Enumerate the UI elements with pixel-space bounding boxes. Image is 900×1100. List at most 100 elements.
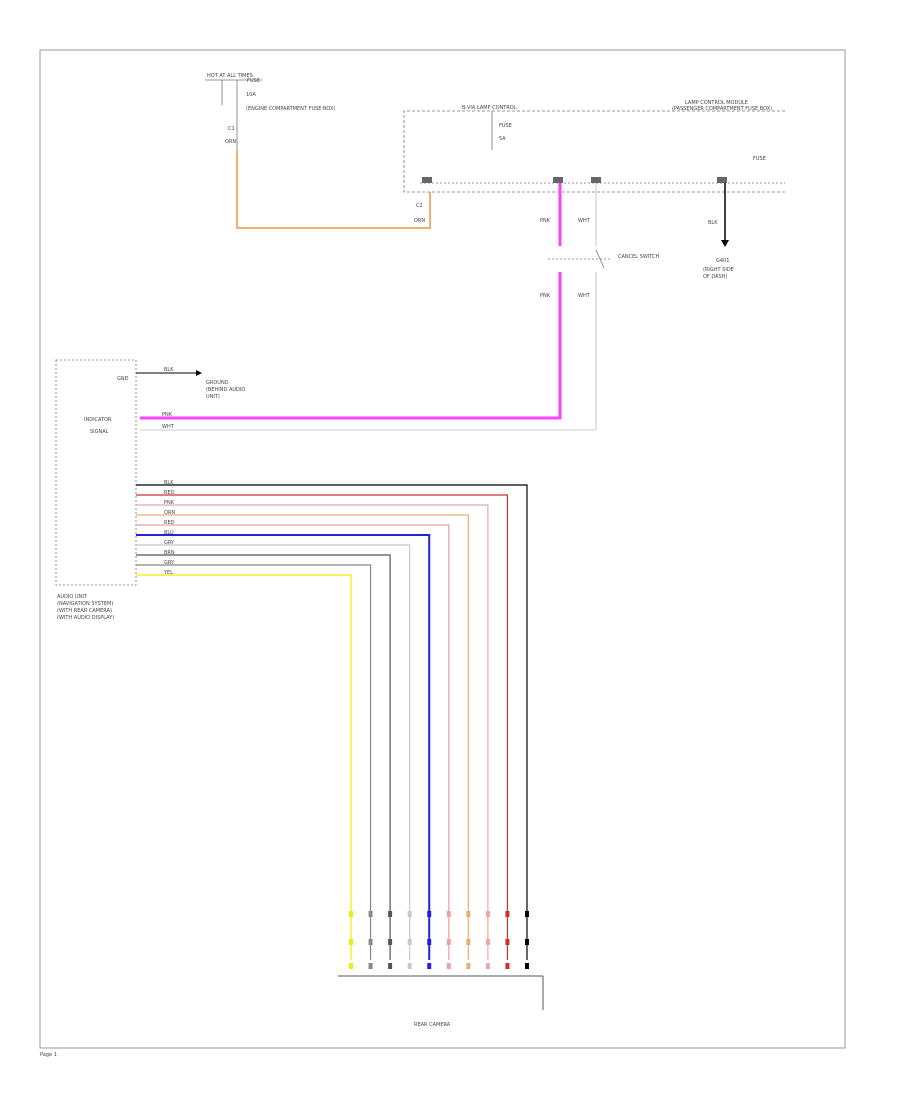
fuse-top-label: FUSE <box>247 78 260 84</box>
bundle-terminal-10-3 <box>349 963 353 969</box>
bundle-terminal-9-3 <box>368 963 373 969</box>
bundle-wire-label-9: GRY <box>164 560 175 566</box>
cancel-switch-label: CANCEL SWITCH <box>618 254 660 260</box>
orange-wire-tag: C2 <box>416 203 423 209</box>
bundle-terminal-2-1 <box>505 911 510 917</box>
module-pin-2 <box>553 177 563 183</box>
bundle-terminal-1-2 <box>525 939 529 945</box>
bundle-wire-9 <box>136 564 372 960</box>
bundle-wire-5 <box>136 524 450 960</box>
bundle-terminal-2-2 <box>505 939 510 945</box>
bundle-wire-7 <box>136 544 411 960</box>
audio-unit-gnd-dest-2: (BEHIND AUDIO <box>206 387 245 393</box>
bundle-terminal-6-1 <box>427 911 432 917</box>
orange-wire-color: ORN <box>414 218 425 224</box>
fuse-mid-label: FUSE <box>499 123 512 129</box>
bundle-wire-1 <box>136 484 528 960</box>
module-pin-1 <box>422 177 432 183</box>
module-pin-3 <box>591 177 601 183</box>
audio-unit-title-3: (WITH REAR CAMERA) <box>57 608 112 614</box>
bundle-wire-label-8: BRN <box>164 550 175 556</box>
lamp-module-subtitle: (PASSENGER COMPARTMENT FUSE BOX) <box>672 106 772 112</box>
bundle-wire-label-6: BLU <box>164 530 174 536</box>
bundle-terminal-6-2 <box>427 939 432 945</box>
bundle-wire-6 <box>136 534 431 960</box>
bundle-terminal-3-3 <box>485 963 490 969</box>
bundle-wire-label-10: YEL <box>163 570 173 576</box>
bundle-wire-label-1: BLK <box>164 480 174 486</box>
bundle-wire-4 <box>136 514 469 960</box>
ground-desc-2: OF DASH) <box>703 274 728 280</box>
white-wire-color-top: WHT <box>578 218 591 224</box>
pink-signal-wire-lower <box>140 272 562 420</box>
bundle-terminal-4-3 <box>466 963 471 969</box>
bundle-terminal-3-1 <box>485 911 490 917</box>
ground-wire-color: BLK <box>708 220 718 226</box>
pink-wire-color-bottom: PNK <box>540 293 551 299</box>
bundle-terminal-8-2 <box>388 939 393 945</box>
fuse-top-wire-color: ORN <box>225 139 236 145</box>
bundle-terminal-6-3 <box>427 963 432 969</box>
bundle-wire-label-5: RED <box>164 520 175 526</box>
audio-unit-lead-2-wire: WHT <box>162 424 175 430</box>
bundle-terminal-7-2 <box>407 939 412 945</box>
fuse-right-label: FUSE <box>753 156 766 162</box>
bundle-terminal-1-1 <box>525 911 529 917</box>
bundle-wire-8 <box>136 554 391 960</box>
fuse-mid-amp: 5A <box>499 136 506 142</box>
cancel-switch-arm <box>595 249 605 269</box>
pink-wire-color-top: PNK <box>540 218 551 224</box>
fuse-top-location: (ENGINE COMPARTMENT FUSE BOX) <box>246 106 335 112</box>
bundle-terminal-5-1 <box>446 911 451 917</box>
bundle-terminal-4-2 <box>466 939 471 945</box>
bundle-terminal-2-3 <box>505 963 510 969</box>
bundle-wire-label-7: GRY <box>164 540 175 546</box>
fuse-mid-header: B-VIA LAMP CONTROL <box>462 105 517 111</box>
lamp-module-box <box>403 110 785 193</box>
bundle-terminal-8-1 <box>388 911 393 917</box>
bundle-terminal-9-1 <box>368 911 373 917</box>
bundle-terminal-10-1 <box>349 911 353 917</box>
bundle-terminal-10-2 <box>349 939 353 945</box>
bundle-wire-label-3: PNK <box>164 500 175 506</box>
bundle-terminal-5-2 <box>446 939 451 945</box>
audio-unit-gnd-arrow <box>196 370 202 376</box>
audio-unit-lead-2: SIGNAL <box>90 429 109 435</box>
bundle-terminal-4-1 <box>466 911 471 917</box>
fuse-top-wire-tag: C1 <box>228 126 235 132</box>
audio-unit-lead-1-wire: PNK <box>162 412 173 418</box>
bundle-terminal-3-2 <box>485 939 490 945</box>
page-number: Page 1 <box>40 1052 57 1058</box>
audio-unit-title-4: (WITH AUDIO DISPLAY) <box>57 615 114 621</box>
bundle-terminal-7-1 <box>407 911 412 917</box>
ground-desc: (RIGHT SIDE <box>703 267 734 273</box>
audio-unit-gnd-wire: BLK <box>164 367 174 373</box>
bundle-terminal-8-3 <box>388 963 393 969</box>
bundle-terminal-1-3 <box>525 963 529 969</box>
audio-unit-lead-1: INDICATOR <box>84 417 112 423</box>
bundle-wire-10 <box>136 574 352 960</box>
audio-unit-gnd-pin: GND <box>117 376 129 382</box>
audio-unit-gnd-dest: GROUND <box>206 380 229 386</box>
bundle-wire-2 <box>136 494 509 960</box>
bottom-connector-label: REAR CAMERA <box>414 1022 451 1028</box>
bundle-wire-3 <box>136 504 489 960</box>
audio-unit-gnd-dest-3: UNIT) <box>206 394 220 400</box>
bundle-terminal-9-2 <box>368 939 373 945</box>
audio-unit-box <box>55 359 137 586</box>
ground-arrow <box>721 240 729 247</box>
bundle-wire-label-4: ORN <box>164 510 175 516</box>
ground-name: G401 <box>716 258 729 264</box>
module-pin-4 <box>717 177 727 183</box>
lamp-module-title: LAMP CONTROL MODULE <box>685 100 748 106</box>
bundle-terminal-7-3 <box>407 963 412 969</box>
audio-unit-title-2: (NAVIGATION SYSTEM) <box>57 601 113 607</box>
diagram-frame <box>39 49 846 1049</box>
orange-wire <box>236 150 431 229</box>
bundle-terminal-5-3 <box>446 963 451 969</box>
fuse-top-amp: 10A <box>246 92 256 98</box>
audio-unit-title-1: AUDIO UNIT <box>57 594 88 600</box>
white-wire-color-bottom: WHT <box>578 293 591 299</box>
